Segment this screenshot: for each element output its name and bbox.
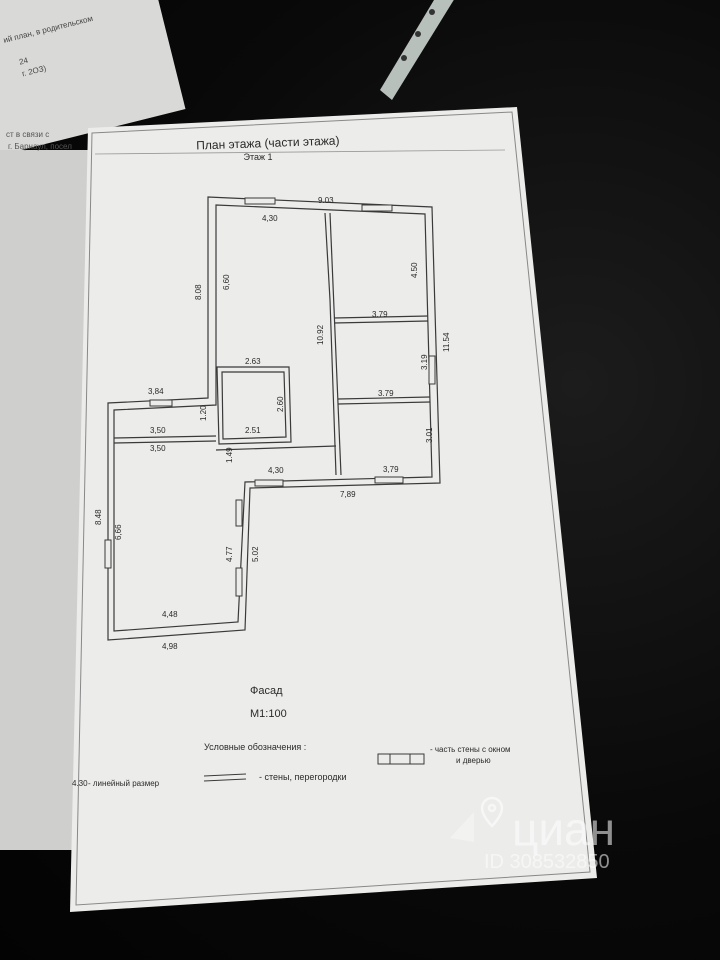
dim-350-b: 3,50 [150,444,166,453]
watermark-brand: циан [512,803,615,855]
background-text-4: ст в связи с [6,130,50,139]
windows [104,197,436,597]
central-wall [324,212,337,476]
dim-450: 4.50 [410,262,419,278]
legend-window-wall-1: - часть стены с окном [430,745,511,754]
dim-379-c: 3,79 [383,465,399,474]
plan-title: План этажа (части этажа) [196,134,340,153]
dim-379-a: 3.79 [372,310,388,319]
dim-251: 2.51 [245,426,261,435]
metal-clip [380,0,454,100]
window-5 [374,476,404,484]
dim-260: 2.60 [276,396,285,412]
floor-plan [107,196,441,641]
dim-808: 8.08 [194,284,203,300]
dim-502: 5.02 [251,546,260,562]
dim-789: 7,89 [340,490,356,499]
window-1 [244,197,276,205]
bedroom-wall-1b [333,320,429,324]
background-text-5: г. Барнаул, посел [8,142,72,151]
window-6 [104,539,112,569]
dim-498: 4,98 [162,642,178,651]
dimension-labels: 9.03 4,30 4.50 3.79 8.08 6,60 10.92 11.5… [94,196,451,651]
bathroom-wall [216,366,292,445]
bedroom-wall-1 [333,315,429,319]
floor-label: Этаж 1 [243,152,272,162]
dim-379-b: 3.79 [378,389,394,398]
window-8 [235,567,243,597]
legend-window-symbol [377,753,425,765]
dim-120: 1.20 [199,405,208,421]
watermark-id: ID 308532850 [484,851,610,873]
facade-label: Фасад [250,685,283,697]
bathroom-inner [221,371,287,440]
window-3 [428,355,436,385]
window-4 [254,479,284,487]
central-wall-inner [329,212,342,476]
legend-window-wall-2: и дверью [456,756,491,765]
dim-384: 3,84 [148,387,164,396]
dim-301: 3.01 [425,427,434,443]
legend-heading: Условные обозначения : [204,742,306,752]
dim-263: 2.63 [245,357,261,366]
window-7 [149,399,173,407]
legend: Условные обозначения : - стены, перегоро… [72,742,511,788]
dim-660: 6,60 [222,274,231,290]
paper-sheet [70,107,597,912]
legend-walls: - стены, перегородки [259,772,346,782]
window-2 [361,204,393,212]
title-line [94,149,506,155]
hall-wall [113,435,217,439]
corridor-wall [215,445,337,451]
location-pin-icon [480,796,504,828]
outer-wall [107,196,441,641]
dim-350-a: 3,50 [150,426,166,435]
dim-319: 3.19 [420,354,429,370]
hall-wall-b [113,440,217,444]
dim-903: 9.03 [318,196,334,205]
watermark: циан ID 308532850 [450,796,615,873]
inner-wall [113,204,433,632]
dim-1154: 11.54 [442,332,451,352]
scale-label: М1:100 [250,708,287,720]
dim-448: 4,48 [162,610,178,619]
dim-477: 4.77 [225,546,234,562]
dim-666: 6,66 [114,524,123,540]
door-1 [235,499,243,527]
bedroom-wall-2 [337,396,431,400]
dim-848: 8.48 [94,509,103,525]
legend-linear-sample: 4.30 [72,779,88,788]
watermark-triangle [450,812,474,842]
legend-walls-symbol [203,773,247,782]
dim-1092: 10.92 [316,324,325,345]
sheet-frame [75,111,591,906]
legend-linear: - линейный размер [88,779,160,788]
dim-149: 1.49 [225,447,234,463]
dim-430-top: 4,30 [262,214,278,223]
dim-430-bottom: 4,30 [268,466,284,475]
bedroom-wall-2b [337,401,431,405]
